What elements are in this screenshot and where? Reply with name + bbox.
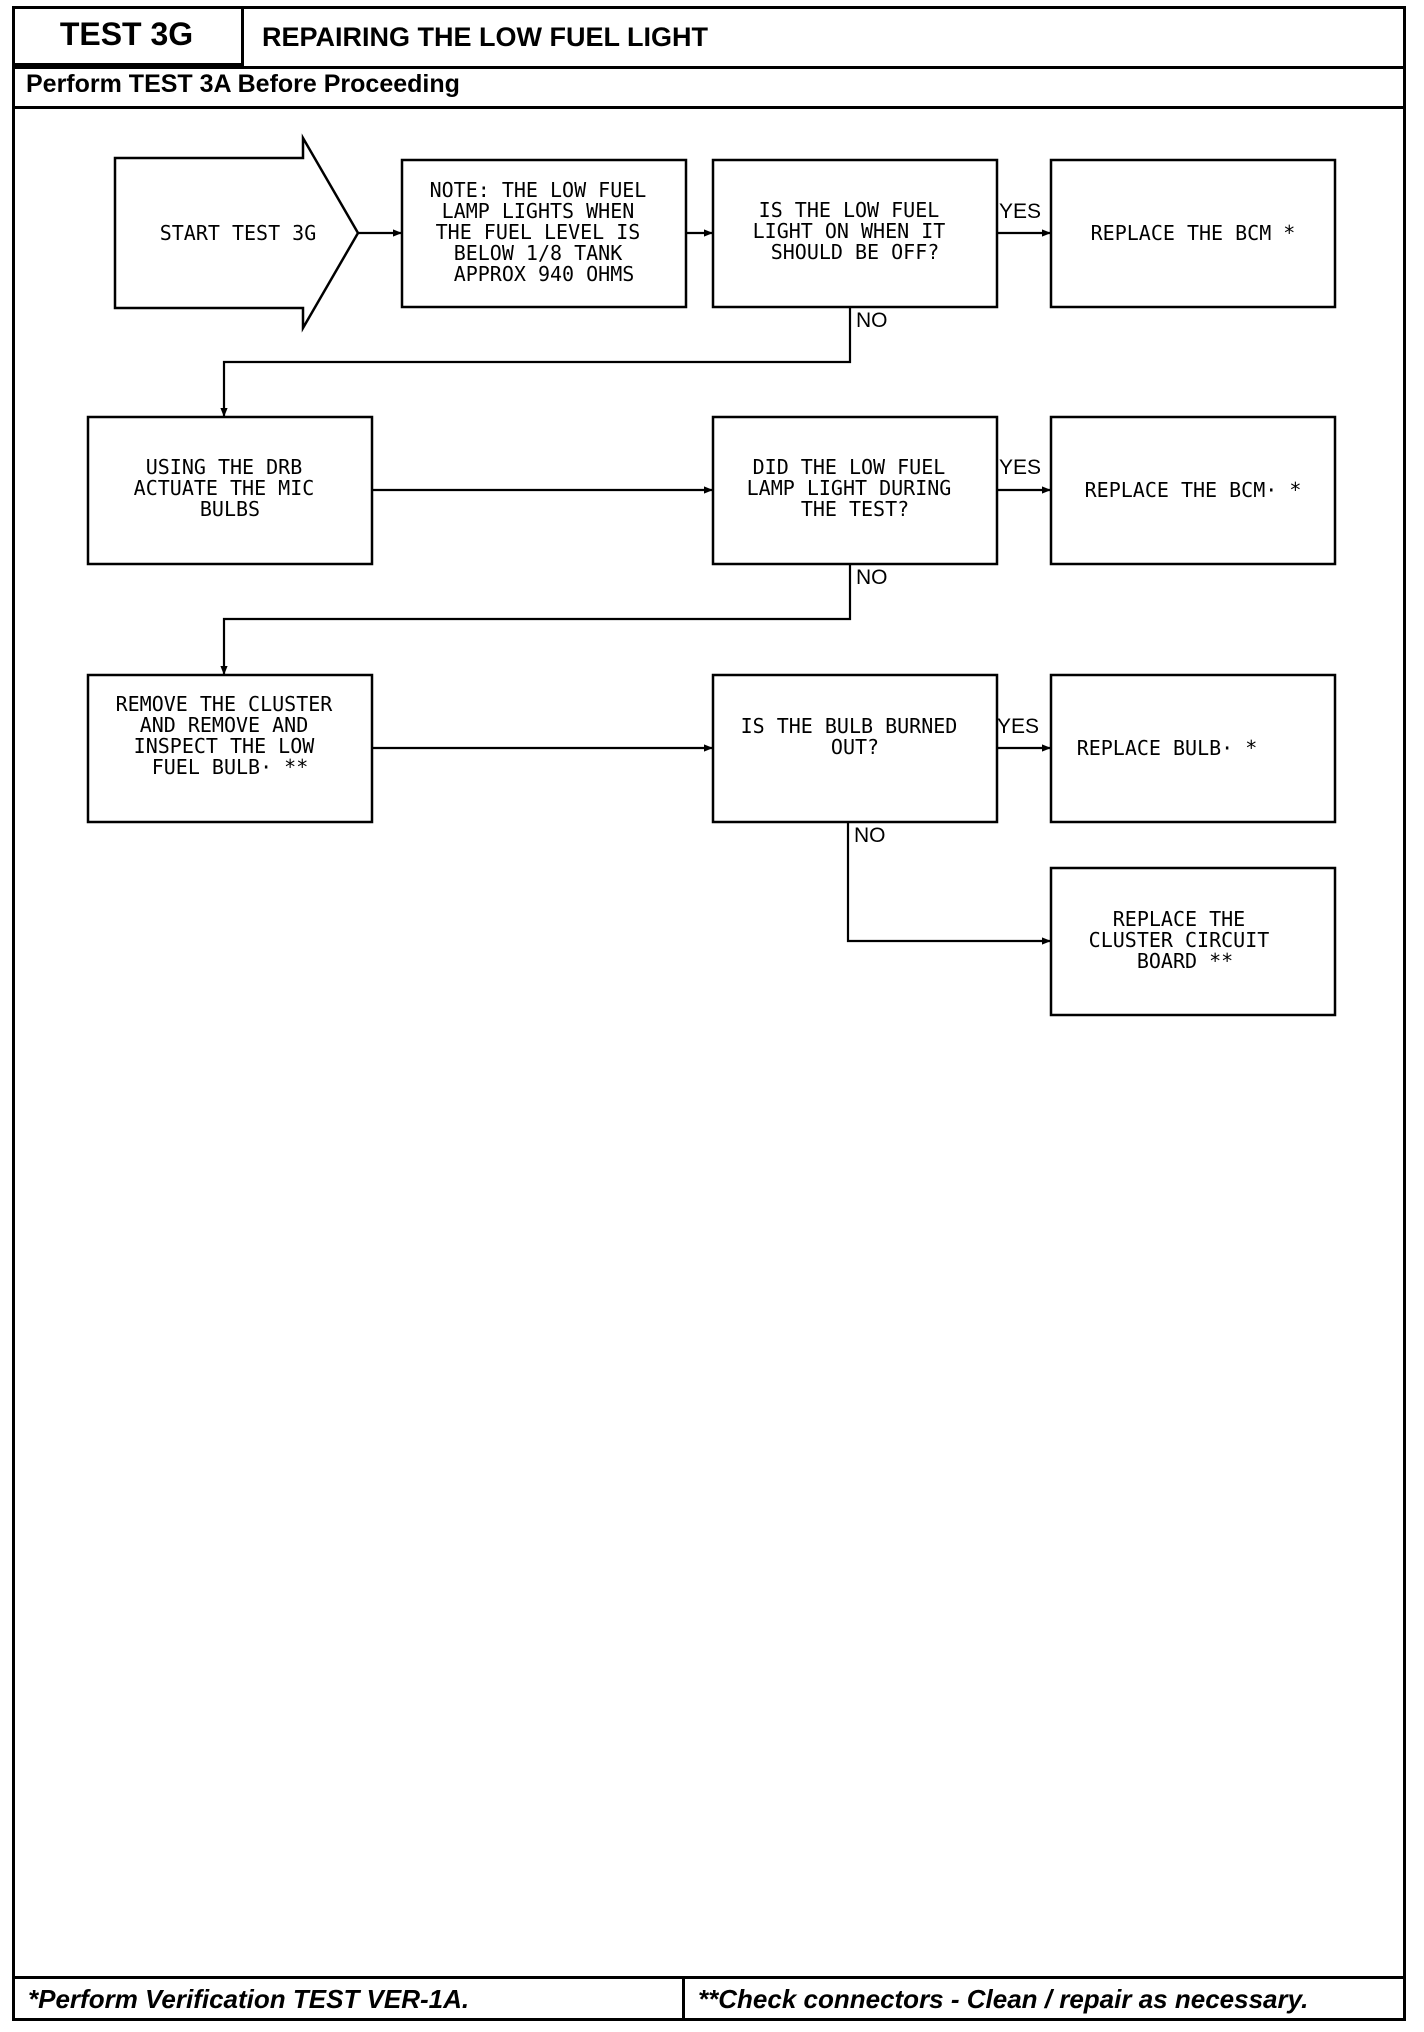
question-2-box — [711, 415, 999, 566]
result-4-text: REPLACE THE CLUSTER CIRCUIT BOARD ** — [1089, 907, 1282, 973]
page-title: REPAIRING THE LOW FUEL LIGHT — [262, 22, 708, 52]
yes-label-2: YES — [999, 456, 1041, 479]
question-2-text: DID THE LOW FUEL LAMP LIGHT DURING THE T… — [747, 455, 964, 521]
start-label: START TEST 3G — [160, 221, 317, 245]
yes-label-1: YES — [999, 200, 1041, 223]
step-2-text: USING THE DRB ACTUATE THE MIC BULBS — [134, 455, 327, 521]
result-3-text: REPLACE BULB· * — [1077, 736, 1258, 760]
footer-verification-note: *Perform Verification TEST VER-1A. — [28, 1984, 470, 2014]
footer-connector-note: **Check connectors - Clean / repair as n… — [698, 1984, 1309, 2014]
connector-q2-no — [220, 564, 852, 675]
connector-q3-no — [846, 822, 1051, 945]
no-label-3: NO — [854, 824, 886, 847]
connector-q1-no — [220, 307, 852, 417]
note-text: NOTE: THE LOW FUEL LAMP LIGHTS WHEN THE … — [430, 178, 659, 286]
question-3-box — [711, 673, 999, 824]
footer-column-divider — [682, 1976, 685, 2021]
result-2-box — [1049, 415, 1337, 566]
step-2-box — [86, 415, 374, 566]
footer-divider — [12, 1976, 1406, 1979]
result-2-text: REPLACE THE BCM· * — [1085, 478, 1302, 502]
question-3-text: IS THE BULB BURNED OUT? — [741, 714, 970, 759]
result-4-box — [1049, 866, 1337, 1017]
header-divider-bottom — [12, 106, 1406, 109]
start-arrow-shape — [113, 133, 360, 333]
result-1-text: REPLACE THE BCM * — [1091, 221, 1296, 245]
no-label-2: NO — [856, 566, 888, 589]
step-3-box — [86, 673, 374, 824]
test-id: TEST 3G — [59, 16, 194, 52]
prerequisite-note: Perform TEST 3A Before Proceeding — [26, 70, 460, 98]
header-divider — [12, 66, 1406, 69]
question-1-text: IS THE LOW FUEL LIGHT ON WHEN IT SHOULD … — [753, 198, 958, 264]
page-frame — [12, 6, 1406, 2021]
yes-label-3: YES — [997, 715, 1039, 738]
test-id-cell: TEST 3G — [12, 6, 244, 66]
step-3-text: REMOVE THE CLUSTER AND REMOVE AND INSPEC… — [116, 692, 345, 779]
no-label-1: NO — [856, 309, 888, 332]
result-3-box — [1049, 673, 1337, 824]
